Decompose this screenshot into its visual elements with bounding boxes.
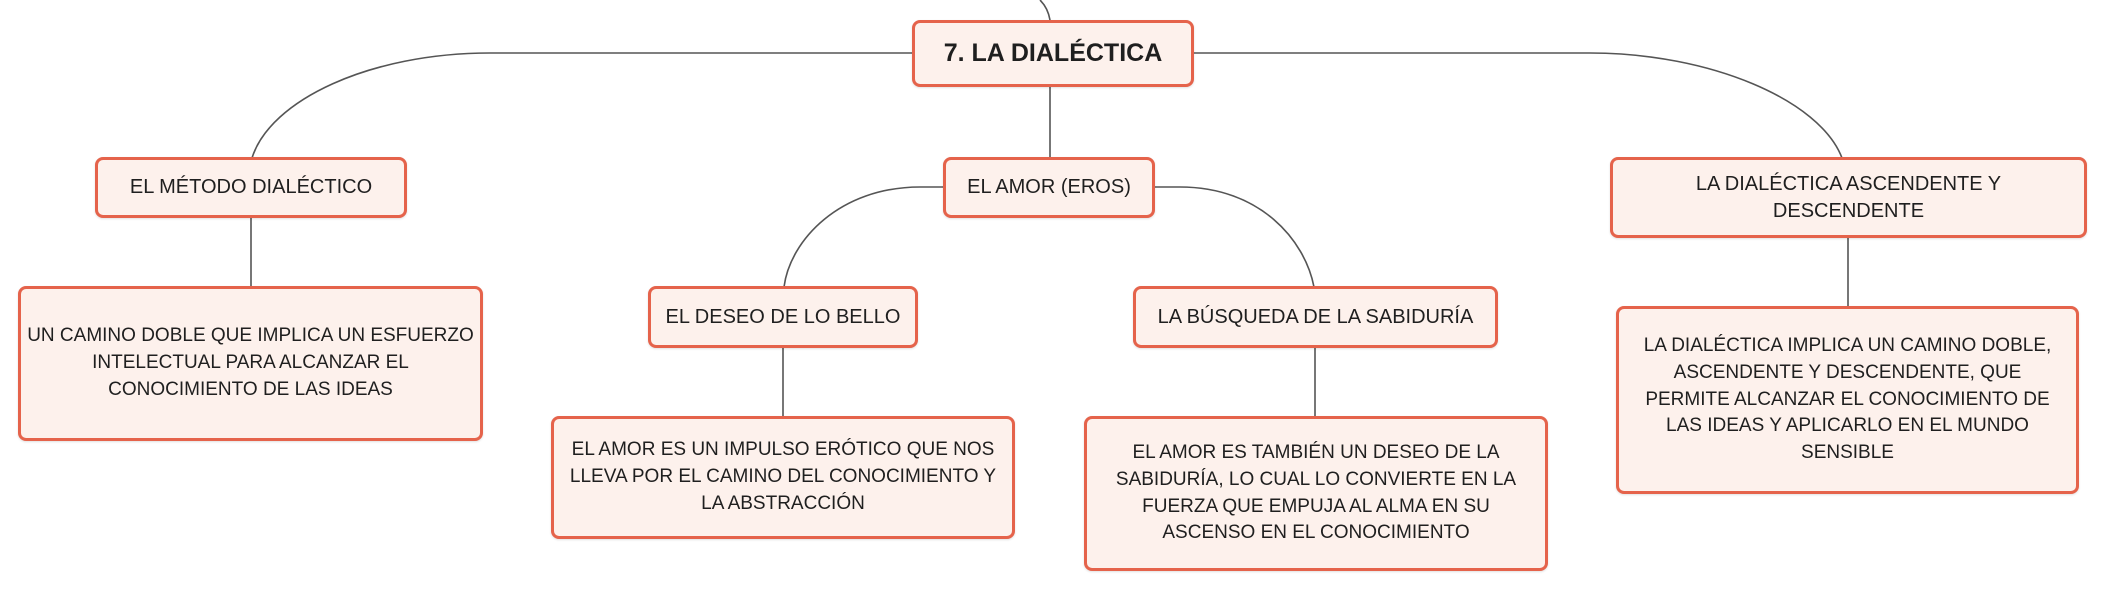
subbranch-busqueda-sabiduria[interactable]: LA BÚSQUEDA DE LA SABIDURÍA (1133, 286, 1498, 348)
root-node[interactable]: 7. LA DIALÉCTICA (912, 20, 1194, 87)
subbranch-deseo-label: EL DESEO DE LO BELLO (665, 305, 901, 328)
subbranch-deseo-bello[interactable]: EL DESEO DE LO BELLO (648, 286, 918, 348)
desc-deseo-text: EL AMOR ES UN IMPULSO ERÓTICO QUE NOS LL… (569, 439, 997, 514)
branch-metodo-dialectico[interactable]: EL MÉTODO DIALÉCTICO (95, 157, 407, 218)
connector-amor-deseo (783, 186, 944, 288)
desc-deseo-bello[interactable]: EL AMOR ES UN IMPULSO ERÓTICO QUE NOS LL… (551, 416, 1015, 539)
desc-ascendente-text: LA DIALÉCTICA IMPLICA UN CAMINO DOBLE, A… (1643, 334, 2052, 464)
subbranch-busqueda-label: LA BÚSQUEDA DE LA SABIDURÍA (1157, 305, 1474, 328)
branch-amor-eros[interactable]: EL AMOR (EROS) (943, 157, 1155, 218)
root-label: 7. LA DIALÉCTICA (943, 38, 1163, 67)
branch-amor-label: EL AMOR (EROS) (967, 176, 1131, 198)
connector-root-parent (1039, 0, 1051, 21)
desc-metodo[interactable]: UN CAMINO DOBLE QUE IMPLICA UN ESFUERZO … (18, 286, 483, 441)
connector-root-ascendente (1192, 52, 1843, 159)
connector-root-metodo (251, 52, 913, 159)
branch-dialectica-ascendente[interactable]: LA DIALÉCTICA ASCENDENTE Y DESCENDENTE (1610, 157, 2087, 238)
branch-metodo-label: EL MÉTODO DIALÉCTICO (129, 176, 373, 198)
branch-ascendente-label: LA DIALÉCTICA ASCENDENTE Y DESCENDENTE (1695, 172, 2002, 222)
desc-metodo-text: UN CAMINO DOBLE QUE IMPLICA UN ESFUERZO … (27, 325, 474, 400)
desc-busqueda-sabiduria[interactable]: EL AMOR ES TAMBIÉN UN DESEO DE LA SABIDU… (1084, 416, 1548, 571)
connector-amor-busqueda (1154, 186, 1315, 288)
desc-dialectica-ascendente[interactable]: LA DIALÉCTICA IMPLICA UN CAMINO DOBLE, A… (1616, 306, 2079, 494)
desc-busqueda-text: EL AMOR ES TAMBIÉN UN DESEO DE LA SABIDU… (1115, 441, 1517, 544)
